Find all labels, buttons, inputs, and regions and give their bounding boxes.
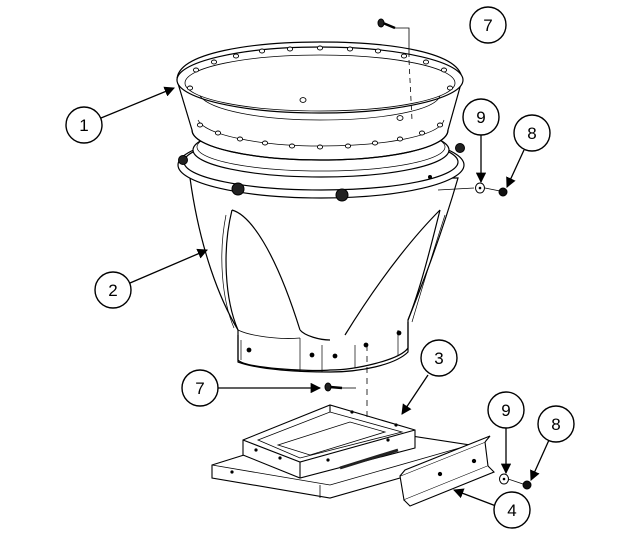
callout-9-lower-label: 9	[501, 401, 510, 420]
callout-3: 3	[420, 339, 458, 377]
callout-7-lower: 7	[181, 369, 322, 407]
washer-upper	[475, 182, 485, 194]
flange-bolts	[178, 143, 465, 202]
callout-9-upper-label: 9	[476, 108, 485, 127]
assembly-lines	[342, 27, 524, 485]
callout-9-upper: 9	[462, 98, 500, 136]
transition-hood	[189, 177, 459, 373]
angle-bracket	[399, 435, 495, 507]
callout-8-lower-label: 8	[551, 415, 560, 434]
perforated-ring	[176, 41, 464, 161]
callout-1: 1	[65, 106, 103, 144]
callout-9-lower: 9	[487, 391, 525, 429]
base-adapter	[211, 404, 471, 499]
callout-7-upper: 7	[469, 6, 507, 44]
callout-3-label: 3	[434, 349, 443, 368]
callout-4-label: 4	[507, 501, 516, 520]
nut-lower	[522, 480, 532, 490]
rivet-upper	[377, 18, 396, 30]
callout-1-label: 1	[79, 116, 88, 135]
rivet-lower	[324, 382, 343, 392]
callout-7-upper-label: 7	[483, 16, 492, 35]
callout-leaders	[100, 86, 550, 507]
nut-upper	[498, 187, 508, 197]
washer-lower	[499, 473, 509, 485]
callout-7-lower-label: 7	[195, 379, 204, 398]
callout-8-upper-label: 8	[527, 124, 536, 143]
callout-4: 4	[493, 491, 531, 529]
callout-2-label: 2	[108, 281, 117, 300]
callout-2: 2	[94, 271, 132, 309]
callout-8-lower: 8	[537, 405, 575, 443]
ring-perforations	[186, 45, 454, 150]
callout-8-upper: 8	[513, 114, 551, 152]
